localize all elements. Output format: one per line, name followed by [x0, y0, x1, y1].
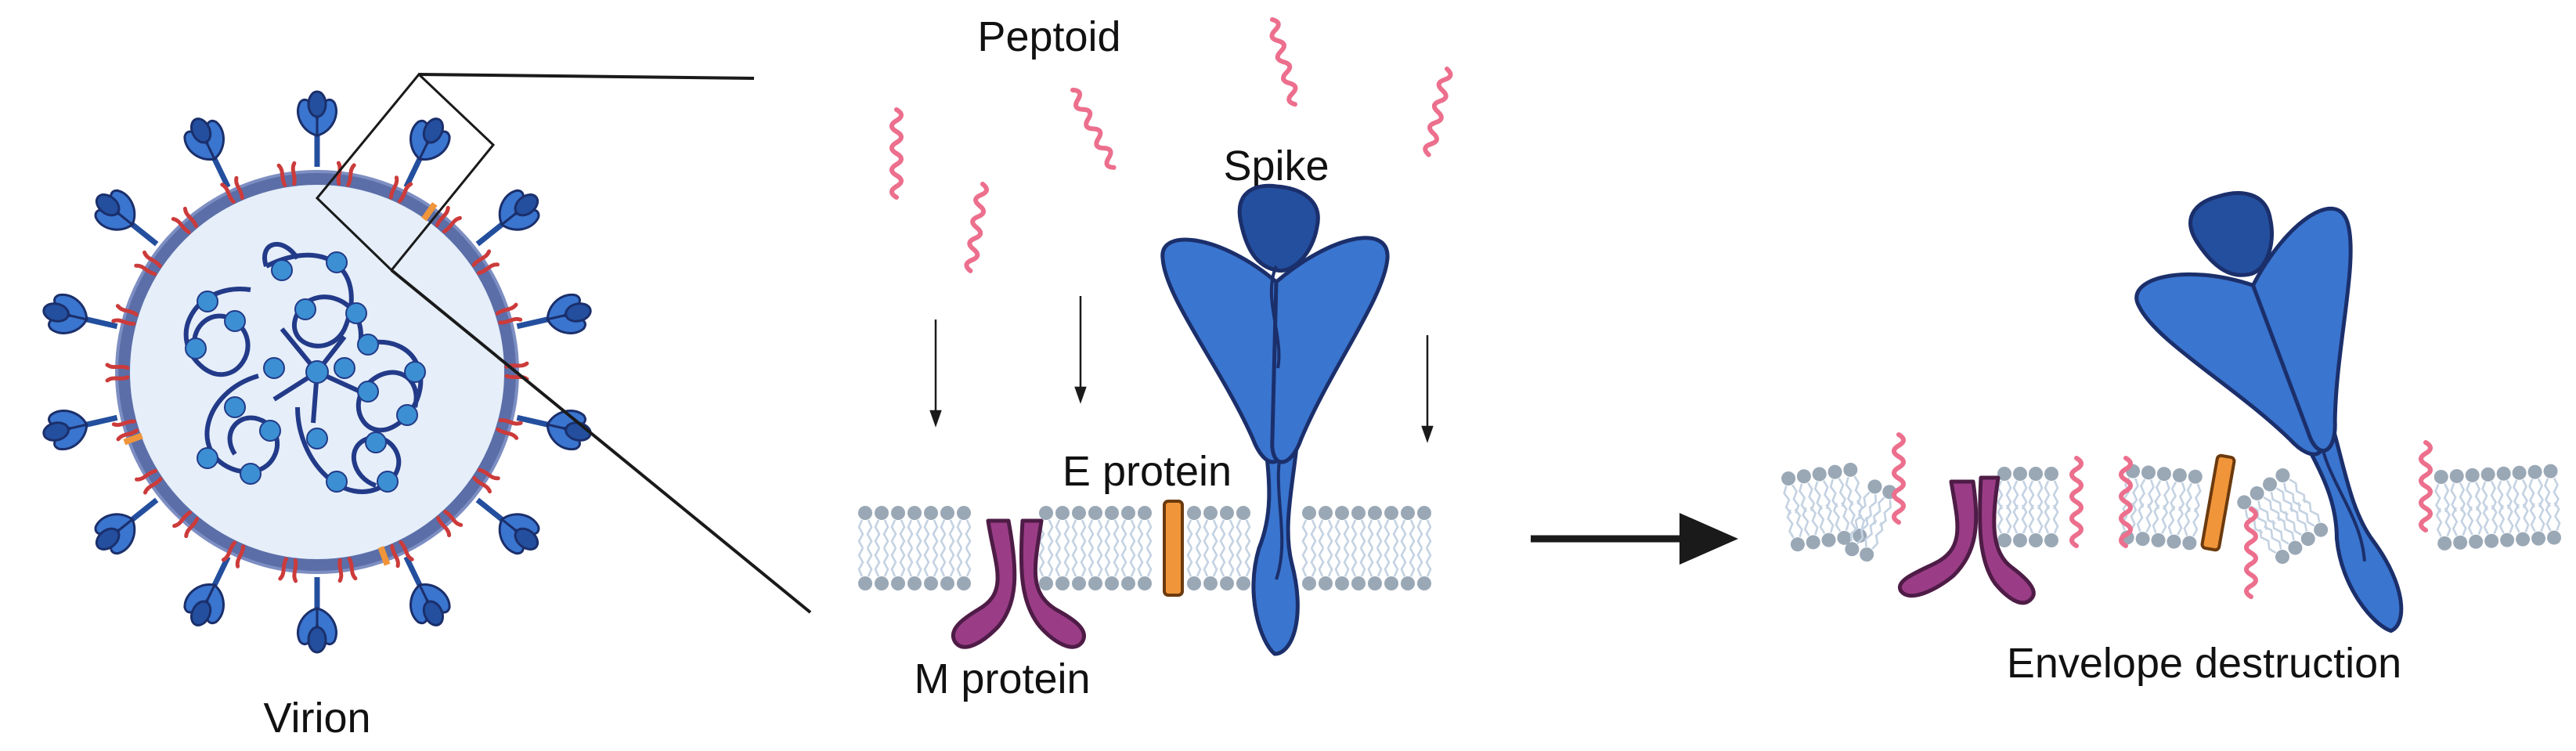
envelope-destruction-label: Envelope destruction	[2007, 640, 2401, 687]
virion-icon	[40, 72, 812, 652]
rna-nucleocapsid	[183, 241, 426, 494]
m-protein-icon	[951, 518, 1086, 649]
arrow-right-icon	[1531, 513, 1738, 565]
e-protein-disrupted	[2200, 453, 2236, 552]
e-protein-icon	[1163, 500, 1184, 597]
spike-protein-icon	[1160, 183, 1390, 656]
lipid-bilayer-icon	[857, 504, 1433, 592]
spike-label: Spike	[1223, 143, 1329, 190]
peptoid-label: Peptoid	[977, 13, 1120, 60]
m-protein-label: M protein	[914, 655, 1090, 702]
spike-protein-tilted	[2134, 191, 2404, 634]
e-protein-label: E protein	[1063, 448, 1232, 495]
virion-label: Virion	[263, 695, 370, 742]
peptoid-icon	[892, 18, 1452, 271]
peptoid-down-arrows	[929, 296, 1434, 443]
zoom-box	[315, 72, 812, 614]
m-protein-disrupted	[1898, 475, 2036, 605]
